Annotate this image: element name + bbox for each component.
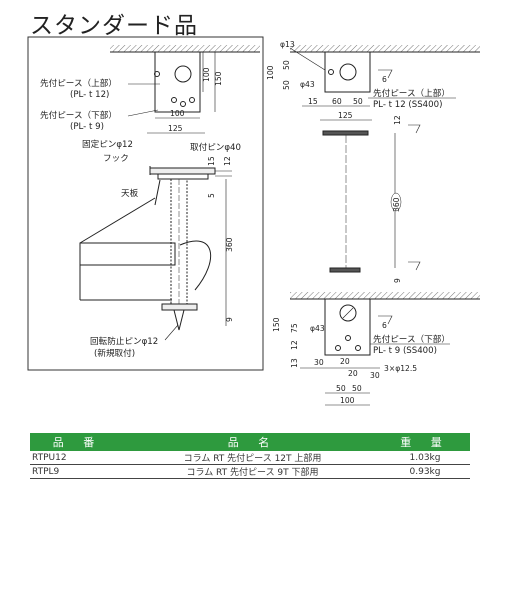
dim-100-horizontal: 100 <box>170 109 185 118</box>
label-piece-upper-spec: PL- t 12 (SS400) <box>373 100 442 110</box>
dim-100: 100 <box>266 65 275 80</box>
cell-name: コラム RT 先付ピース 9T 下部用 <box>125 464 380 479</box>
label-lower-piece-spec: (PL- t 9) <box>70 122 104 132</box>
dim-phi13: φ13 <box>280 40 295 49</box>
header-name: 品 名 <box>125 433 380 451</box>
dim-6: 6 <box>382 75 387 84</box>
label-upper-piece: 先付ピース（上部） <box>40 77 117 89</box>
dim-360-right: 360 <box>392 197 401 212</box>
dim-phi43-bottom: φ43 <box>310 324 325 333</box>
dim-12: 12 <box>223 156 232 166</box>
dim-150-vertical: 150 <box>214 71 223 86</box>
label-top-plate: 天板 <box>121 187 139 199</box>
dim-15-top: 15 <box>308 97 318 106</box>
dim-13: 13 <box>290 358 299 368</box>
label-fixing-pin: 固定ピンφ12 <box>82 138 133 150</box>
dim-50c: 50 <box>353 97 363 106</box>
dim-125: 125 <box>338 111 353 120</box>
table-row: RTPL9 コラム RT 先付ピース 9T 下部用 0.93kg <box>30 464 470 479</box>
label-piece-lower-spec: PL- t 9 (SS400) <box>373 346 437 356</box>
header-code: 品 番 <box>30 433 125 451</box>
label-hook: フック <box>103 153 129 164</box>
dim-75: 75 <box>290 323 299 333</box>
dim-150-bottom: 150 <box>272 317 281 332</box>
label-lower-piece: 先付ピース（下部） <box>40 109 117 121</box>
label-mounting-pin: 取付ピンφ40 <box>190 142 241 153</box>
label-anti-rotation-pin: 回転防止ピンφ12 <box>90 335 158 347</box>
product-table: 品 番 品 名 重 量 RTPU12 コラム RT 先付ピース 12T 上部用 … <box>30 433 470 479</box>
cell-code: RTPU12 <box>30 451 125 465</box>
cell-name: コラム RT 先付ピース 12T 上部用 <box>125 451 380 465</box>
dim-15: 15 <box>207 156 216 166</box>
dim-50a-bottom: 50 <box>336 384 346 393</box>
cell-weight: 0.93kg <box>380 464 470 479</box>
dim-20a: 20 <box>340 357 350 366</box>
dim-100-vertical: 100 <box>202 67 211 82</box>
label-upper-piece-spec: (PL- t 12) <box>70 90 109 100</box>
upper-piece <box>154 51 201 113</box>
dim-6-bottom: 6 <box>382 321 387 330</box>
dim-9-right: 9 <box>393 278 402 283</box>
beam <box>79 197 176 301</box>
table-row: RTPU12 コラム RT 先付ピース 12T 上部用 1.03kg <box>30 451 470 465</box>
right-bottom-drawing: 150 75 12 13 φ43 6 先付ピース（下部） PL- t 9 (SS… <box>272 292 480 406</box>
right-top-drawing: φ13 100 50 50 φ43 6 15 60 50 125 先付ピース（上… <box>266 40 480 283</box>
mounting-assembly: 15 12 5 360 9 <box>149 156 234 331</box>
cell-weight: 1.03kg <box>380 451 470 465</box>
dim-phi43: φ43 <box>300 80 315 89</box>
dim-125-horizontal: 125 <box>168 124 183 133</box>
label-piece-lower: 先付ピース（下部） <box>373 333 450 345</box>
dim-9: 9 <box>225 317 234 322</box>
dim-30a: 30 <box>314 358 324 367</box>
dim-12-bottom: 12 <box>290 340 299 350</box>
dim-20b: 20 <box>348 369 358 378</box>
dim-50b-bottom: 50 <box>352 384 362 393</box>
technical-drawing: 100 150 100 125 先付ピース（上部） (PL- t 12) 先付ピ… <box>27 36 480 406</box>
cell-code: RTPL9 <box>30 464 125 479</box>
dim-50b: 50 <box>282 80 291 90</box>
dim-100-bottom: 100 <box>340 396 355 405</box>
label-piece-upper: 先付ピース（上部） <box>373 87 450 99</box>
dim-5: 5 <box>207 193 216 198</box>
dim-50a: 50 <box>282 60 291 70</box>
dim-60: 60 <box>332 97 342 106</box>
header-weight: 重 量 <box>380 433 470 451</box>
table-header-row: 品 番 品 名 重 量 <box>30 433 470 451</box>
dim-360: 360 <box>225 237 234 252</box>
upper-piece-dims: 100 150 100 125 <box>147 52 223 134</box>
left-drawing-frame <box>27 36 264 371</box>
dim-holes: 3×φ12.5 <box>384 364 417 373</box>
page-title: スタンダード品 <box>30 13 198 39</box>
dim-30b: 30 <box>370 371 380 380</box>
dim-12-right: 12 <box>393 115 402 125</box>
ceiling-hatch <box>110 45 260 53</box>
label-new-mount: (新規取付) <box>94 347 135 359</box>
